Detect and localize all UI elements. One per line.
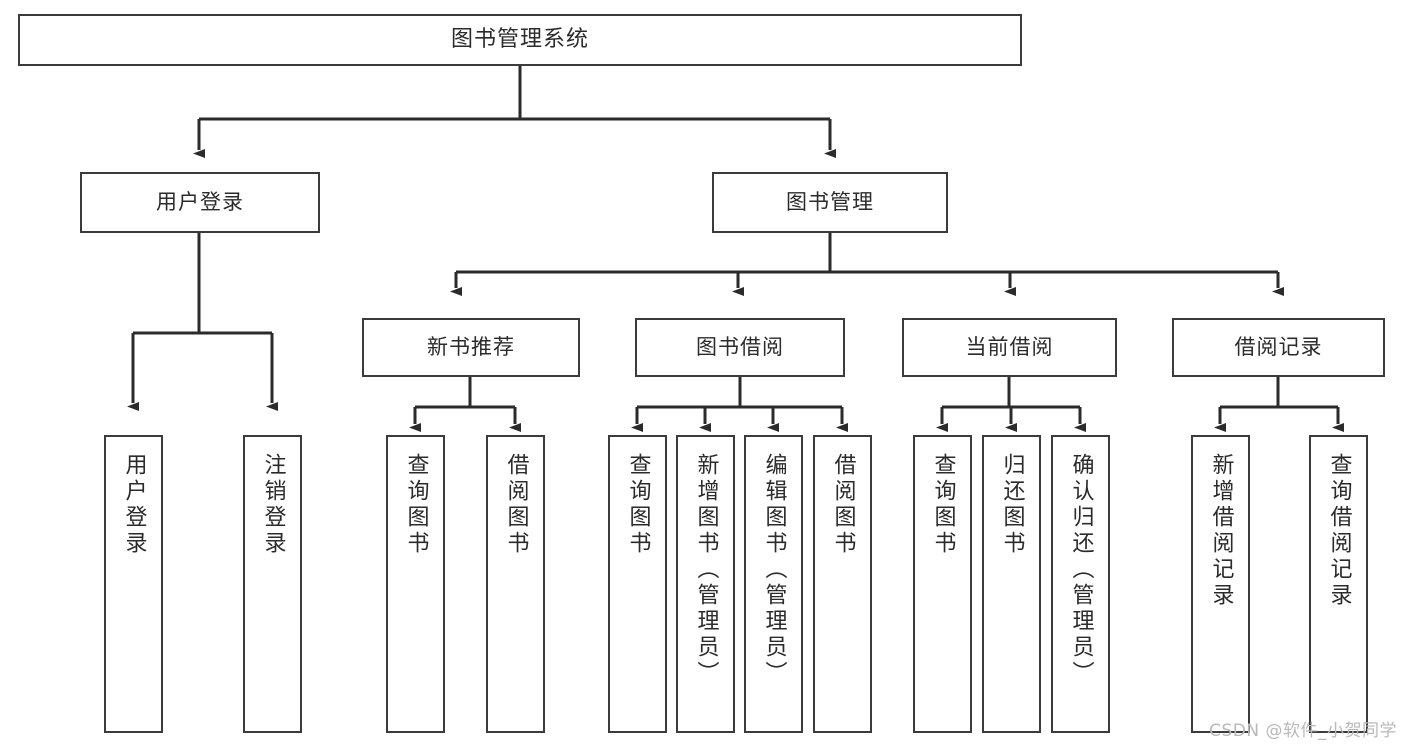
node-label: 新书推荐 <box>427 335 515 360</box>
leaf-user-login-login[interactable]: 用户登录 <box>104 435 163 733</box>
node-label: 新增图书（管理员） <box>693 453 719 687</box>
node-user-login[interactable]: 用户登录 <box>80 172 320 233</box>
leaf-current-borrow-return-books[interactable]: 归还图书 <box>982 435 1041 733</box>
node-label: 归还图书 <box>999 453 1025 557</box>
node-book-borrow[interactable]: 图书借阅 <box>635 318 845 377</box>
leaf-current-borrow-confirm-return-admin[interactable]: 确认归还（管理员） <box>1051 435 1110 733</box>
node-label: 图书借阅 <box>696 335 784 360</box>
leaf-book-borrow-add-book-admin[interactable]: 新增图书（管理员） <box>676 435 735 733</box>
leaf-current-borrow-query-books[interactable]: 查询图书 <box>913 435 972 733</box>
node-new-book-recommend[interactable]: 新书推荐 <box>362 318 580 377</box>
node-label: 查询图书 <box>930 453 956 557</box>
node-book-management[interactable]: 图书管理 <box>712 172 948 233</box>
node-label: 用户登录 <box>156 190 244 215</box>
node-current-borrow[interactable]: 当前借阅 <box>902 318 1117 377</box>
node-label: 查询图书 <box>403 453 429 557</box>
node-label: 借阅图书 <box>830 453 856 557</box>
node-label: 查询图书 <box>625 453 651 557</box>
node-label: 图书管理系统 <box>450 27 589 53</box>
node-label: 借阅图书 <box>503 453 529 557</box>
leaf-user-login-logout[interactable]: 注销登录 <box>243 435 302 733</box>
leaf-book-borrow-borrow-books[interactable]: 借阅图书 <box>813 435 872 733</box>
leaf-borrow-record-add-record[interactable]: 新增借阅记录 <box>1191 435 1250 733</box>
node-root-book-management-system[interactable]: 图书管理系统 <box>18 14 1022 66</box>
leaf-new-book-query-books[interactable]: 查询图书 <box>386 435 445 733</box>
node-label: 注销登录 <box>260 453 286 557</box>
node-label: 图书管理 <box>786 190 874 215</box>
node-label: 借阅记录 <box>1234 335 1323 360</box>
node-label: 当前借阅 <box>965 335 1054 360</box>
leaf-book-borrow-edit-book-admin[interactable]: 编辑图书（管理员） <box>744 435 803 733</box>
node-label: 新增借阅记录 <box>1208 453 1234 609</box>
node-borrow-record[interactable]: 借阅记录 <box>1172 318 1385 377</box>
leaf-new-book-borrow-books[interactable]: 借阅图书 <box>486 435 545 733</box>
node-label: 确认归还（管理员） <box>1068 453 1094 687</box>
leaf-borrow-record-query-record[interactable]: 查询借阅记录 <box>1309 435 1368 733</box>
watermark-csdn: CSDN @软件_小贺同学 <box>1209 721 1397 741</box>
node-label: 用户登录 <box>121 453 147 557</box>
node-label: 编辑图书（管理员） <box>761 453 787 687</box>
node-label: 查询借阅记录 <box>1326 453 1352 609</box>
leaf-book-borrow-query-books[interactable]: 查询图书 <box>608 435 667 733</box>
